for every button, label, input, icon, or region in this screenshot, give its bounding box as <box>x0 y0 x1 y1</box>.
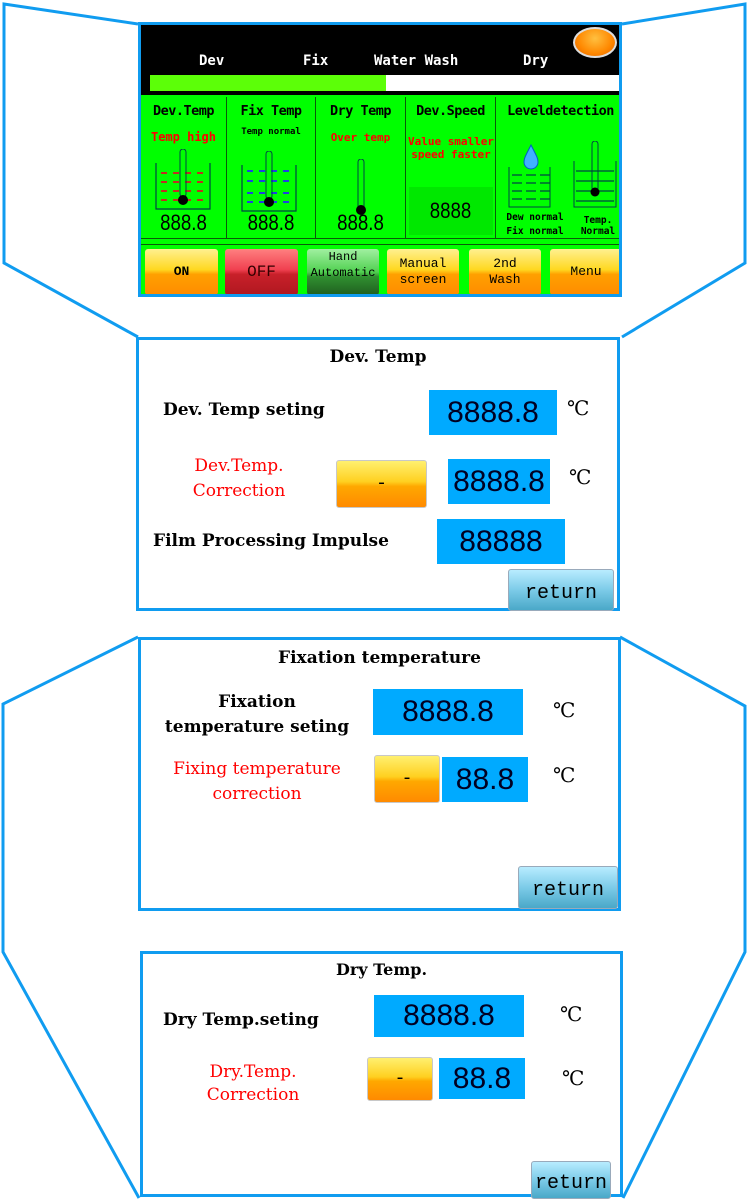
fix-temp-value: 888.8 <box>247 210 295 235</box>
label-line: correction <box>212 784 302 804</box>
column-title: Fix Temp <box>240 103 302 119</box>
thermometer-tank-icon <box>241 151 297 212</box>
film-impulse-input[interactable]: 88888 <box>437 519 565 564</box>
button-label: OFF <box>247 263 276 281</box>
temp-level-label: Temp. <box>583 215 613 226</box>
column-status: Value smaller speed faster <box>407 135 495 161</box>
return-button[interactable]: return <box>518 866 618 909</box>
dry-temp-correction-input[interactable]: 88.8 <box>439 1058 525 1099</box>
correction-sign-button[interactable]: - <box>336 460 427 508</box>
dry-temp-panel: Dry Temp. Dry Temp.seting 8888.8 ℃ Dry.T… <box>140 951 623 1199</box>
thermometer-tank-icon <box>573 141 617 208</box>
dev-temp-correction-label: Dev.Temp. Correction <box>177 454 301 504</box>
panel-title: Fixation temperature <box>278 648 481 668</box>
unit-label: ℃ <box>569 465 592 489</box>
fix-temp-correction-label: Fixing temperature correction <box>145 757 369 807</box>
button-label: Automatic <box>310 266 376 280</box>
button-label: Menu <box>570 264 602 279</box>
label-line: temperature seting <box>164 717 350 737</box>
column-title: Leveldetection <box>507 103 614 119</box>
dev-temp-panel: Dev. Temp Dev. Temp seting 8888.8 ℃ Dev.… <box>136 337 620 611</box>
column-title: Dev.Temp <box>152 103 215 119</box>
return-button[interactable]: return <box>508 569 614 611</box>
label-line: Dry.Temp. <box>209 1062 297 1082</box>
label-line: Correction <box>206 1085 300 1105</box>
fix-temp-correction-input[interactable]: 88.8 <box>442 757 528 802</box>
fix-level-status: Fix normal <box>506 226 564 237</box>
level-detection-column: Leveldetection Dew normal Fix normal Tem… <box>496 97 619 238</box>
fix-temp-setting-input[interactable]: 8888.8 <box>373 689 523 735</box>
correction-sign-button[interactable]: - <box>374 755 440 803</box>
status-lamp-icon <box>573 27 617 58</box>
button-label: 2nd <box>493 256 517 271</box>
dev-temp-correction-input[interactable]: 8888.8 <box>448 459 550 504</box>
dev-speed-value: 8888 <box>429 198 472 223</box>
button-label: ON <box>173 264 190 279</box>
thermometer-icon <box>356 159 366 215</box>
dry-temp-setting-label: Dry Temp.seting <box>163 1010 319 1030</box>
label-line: Fixation <box>218 692 296 712</box>
column-status: Temp normal <box>241 127 301 137</box>
speed-display <box>409 187 493 235</box>
dry-temp-value: 888.8 <box>337 210 384 235</box>
process-header: Dev Fix Water Wash Dry <box>141 25 619 95</box>
unit-label: ℃ <box>553 763 576 787</box>
dev-temp-column: Dev.Temp Temp high 888.8 <box>141 97 227 238</box>
unit-label: ℃ <box>567 396 590 420</box>
button-label: Wash <box>489 272 521 287</box>
unit-label: ℃ <box>560 1002 583 1026</box>
water-drop-tank-icon <box>508 143 554 208</box>
button-label: Manual <box>399 256 447 271</box>
divider <box>141 238 619 239</box>
dev-temp-setting-label: Dev. Temp seting <box>163 400 325 420</box>
dev-speed-column: Dev.Speed Value smaller speed faster 888… <box>406 97 496 238</box>
button-label: Hand <box>328 250 358 264</box>
thermometer-tank-icon <box>155 149 211 210</box>
film-impulse-label: Film Processing Impulse <box>153 531 389 551</box>
progress-fill <box>150 75 386 91</box>
on-button[interactable]: ON <box>145 249 218 294</box>
dev-temp-value: 888.8 <box>160 210 207 235</box>
stage-dev: Dev <box>199 53 225 69</box>
dry-temp-correction-label: Dry.Temp. Correction <box>183 1061 323 1107</box>
label-line: Correction <box>192 481 286 501</box>
return-button[interactable]: return <box>531 1161 611 1199</box>
label-line: Dev.Temp. <box>194 456 284 476</box>
panel-title: Dev. Temp <box>329 347 427 367</box>
unit-label: ℃ <box>553 698 576 722</box>
column-status: Over temp <box>330 131 391 144</box>
column-status: Temp high <box>150 130 217 144</box>
correction-sign-button[interactable]: - <box>367 1057 433 1101</box>
fix-temp-panel: Fixation temperature Fixation temperature… <box>138 637 621 911</box>
column-title: Dev.Speed <box>416 103 485 119</box>
dry-temp-column: Dry Temp Over temp 888.8 <box>316 97 406 238</box>
fix-temp-column: Fix Temp Temp normal 888.8 <box>227 97 316 238</box>
column-title: Dry Temp <box>329 103 392 119</box>
dev-level-status: Dew normal <box>506 212 564 223</box>
stage-fix: Fix <box>303 53 329 69</box>
dry-temp-setting-input[interactable]: 8888.8 <box>374 995 524 1037</box>
temp-level-status: Normal <box>580 226 616 237</box>
unit-label: ℃ <box>562 1066 585 1090</box>
label-line: Fixing temperature <box>173 759 341 779</box>
process-progress-bar <box>150 75 619 91</box>
divider <box>141 244 619 245</box>
stage-dry: Dry <box>523 53 549 69</box>
main-screen: Dev Fix Water Wash Dry Dev.Temp Temp hig… <box>138 22 622 297</box>
dev-temp-setting-input[interactable]: 8888.8 <box>429 390 557 435</box>
fix-temp-setting-label: Fixation temperature seting <box>145 690 369 740</box>
off-button[interactable]: OFF <box>225 249 298 294</box>
panel-title: Dry Temp. <box>335 960 428 979</box>
button-label: screen <box>399 272 447 287</box>
menu-button[interactable]: Menu <box>550 249 619 294</box>
stage-water-wash: Water Wash <box>374 53 459 69</box>
